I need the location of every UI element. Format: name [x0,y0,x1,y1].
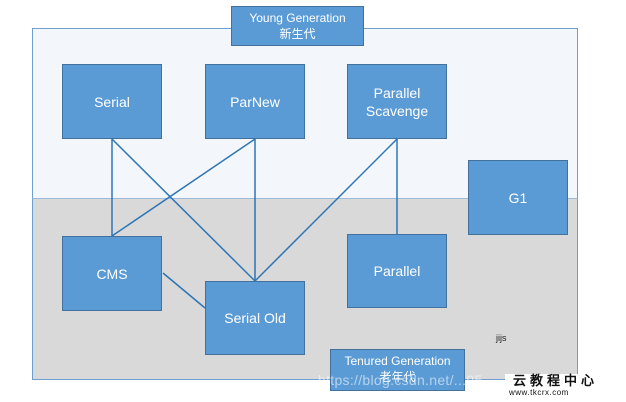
parallel-scavenge-collector-box: Parallel Scavenge [347,64,447,139]
serial-label: Serial [94,93,130,110]
site-url: www.tkcrx.com [509,388,569,397]
parallel-scavenge-label-line1: Parallel [373,84,421,101]
cms-collector-box: CMS [62,236,162,311]
tenured-generation-label: Tenured Generation 老年代 [330,349,465,391]
csdn-watermark: https://blog.csdn.net/...95 [318,372,483,388]
young-generation-title-en: Young Generation [249,11,346,25]
parnew-collector-box: ParNew [205,64,305,139]
link-cms-serialold [162,272,206,309]
g1-label: G1 [508,189,528,206]
annotation-text: jijs [496,333,507,343]
cms-label: CMS [96,265,128,282]
tenured-generation-title-cn: 老年代 [379,370,416,384]
link-serial-serialold [111,138,256,282]
parallel-old-collector-box: Parallel [347,234,447,308]
link-parnew-cms [111,138,256,237]
young-generation-label: Young Generation 新生代 [231,6,364,46]
young-generation-title-cn: 新生代 [279,27,316,41]
parallel-label: Parallel [373,263,421,279]
tenured-generation-title-en: Tenured Generation [344,354,451,368]
g1-collector-box: G1 [468,160,568,235]
parnew-label: ParNew [230,93,280,110]
site-name: 云教程中心 [513,373,599,388]
serial-old-label: Serial Old [224,310,286,326]
parallel-scavenge-label-line2: Scavenge [365,102,429,119]
site-logo-watermark: 云教程中心 www.tkcrx.com [505,374,623,400]
serial-collector-box: Serial [62,64,162,139]
serial-old-collector-box: Serial Old [205,281,305,355]
link-parallelscavenge-serialold [254,138,398,282]
